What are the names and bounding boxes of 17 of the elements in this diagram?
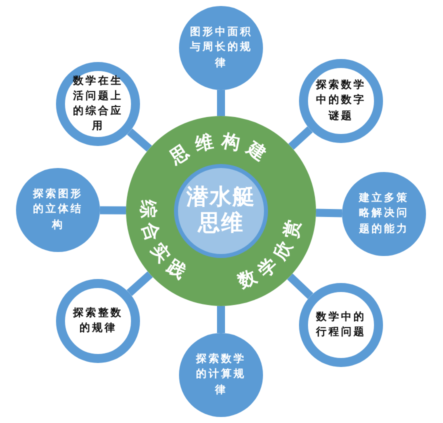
- connector-line: [288, 126, 313, 150]
- connector-line: [217, 90, 225, 116]
- topic-label: 探索图形的立体结构: [32, 187, 84, 233]
- topic-label: 数学在生活问题上的综合应用: [72, 74, 124, 134]
- connector-line: [127, 128, 152, 152]
- topic-label: 探索数学中的数字谜题: [314, 78, 367, 124]
- connector-line: [287, 274, 314, 299]
- topic-label: 建立多策略解决问题的能力: [358, 191, 410, 237]
- connector-line: [217, 306, 225, 333]
- topic-label: 探索整数的规律: [72, 306, 124, 336]
- connector-line: [126, 271, 153, 296]
- connector-line: [100, 206, 126, 214]
- ring-label: 思维构建: [166, 130, 276, 169]
- topic-label: 图形中面积与周长的规律: [188, 25, 254, 71]
- topic-label: 探索数学的计算规律: [194, 352, 247, 398]
- connector-line: [316, 208, 342, 218]
- topic-label: 数学中的行程问题: [314, 310, 367, 340]
